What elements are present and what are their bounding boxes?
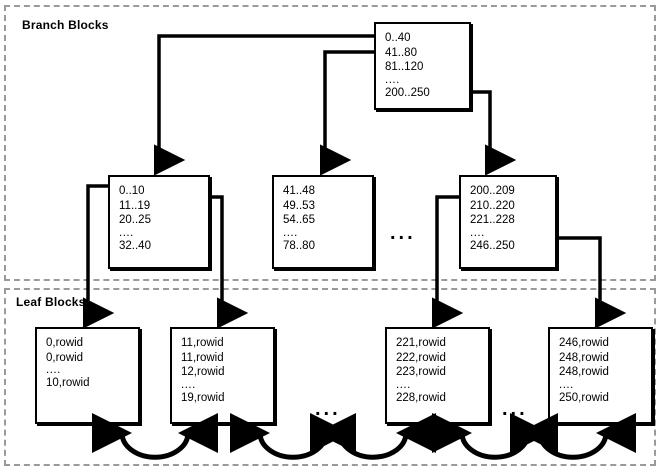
leaf-entry: 19,rowid: [181, 391, 225, 404]
leaf-entry: 248,rowid: [559, 351, 609, 364]
leaf-entry: 248,rowid: [559, 366, 609, 378]
branch-entry: 78..80: [283, 239, 315, 252]
leaf-entry: 12,rowid: [181, 366, 225, 378]
leaf-blocks-label: Leaf Blocks: [16, 295, 86, 309]
branch-entry: 221..228: [470, 214, 515, 226]
branch-entry: 0..10: [119, 185, 145, 197]
branch-entry: 11..19: [119, 199, 151, 212]
leaf-blocks-region: [4, 288, 656, 466]
leaf-row-ellipsis-1: ...: [315, 398, 341, 420]
branch-entry: 246..250: [470, 239, 515, 252]
branch-blocks-region: [4, 5, 656, 281]
branch-entry: 20..25: [119, 214, 151, 226]
branch-block-3[interactable]: 200..209 210..220 221..228 .... 246..250: [459, 175, 557, 269]
leaf-entry: 10,rowid: [46, 377, 90, 389]
leaf-row-ellipsis-2: ...: [502, 398, 528, 420]
branch-entry-ellipsis: ....: [470, 226, 485, 239]
leaf-entry: 246,rowid: [559, 337, 609, 349]
branch-entry: 41..48: [283, 185, 315, 197]
leaf-entry: 221,rowid: [396, 337, 446, 349]
leaf-entry-ellipsis: ....: [396, 378, 411, 391]
branch-entry: 49..53: [283, 199, 315, 212]
branch-entry: 200..209: [470, 185, 515, 197]
leaf-entry-ellipsis: ....: [46, 364, 61, 376]
leaf-entry: 228,rowid: [396, 391, 446, 404]
leaf-entry: 11,rowid: [181, 337, 224, 349]
leaf-block-4[interactable]: 246,rowid 248,rowid 248,rowid .... 250,r…: [548, 327, 653, 424]
branch-block-1[interactable]: 0..10 11..19 20..25 .... 32..40: [108, 175, 210, 269]
leaf-entry: 250,rowid: [559, 391, 609, 404]
root-entry: 81..120: [385, 61, 424, 73]
branch-entry: 32..40: [119, 239, 151, 252]
branch-entry-ellipsis: ....: [119, 226, 134, 239]
branch-entry: 54..65: [283, 214, 315, 226]
leaf-entry: 222,rowid: [396, 351, 446, 364]
leaf-block-3[interactable]: 221,rowid 222,rowid 223,rowid .... 228,r…: [385, 327, 490, 424]
leaf-entry: 0,rowid: [46, 351, 84, 364]
branch-blocks-label: Branch Blocks: [22, 18, 109, 32]
branch-entry: 210..220: [470, 199, 515, 212]
leaf-entry-ellipsis: ....: [181, 378, 196, 391]
leaf-entry: 223,rowid: [396, 366, 446, 378]
branch-entry-ellipsis: ....: [283, 226, 298, 239]
leaf-entry: 11,rowid: [181, 351, 224, 364]
root-entry: 0..40: [385, 32, 411, 44]
branch-row-ellipsis: ...: [390, 222, 416, 244]
leaf-entry: 0,rowid: [46, 337, 84, 349]
root-entry: 200..250: [385, 86, 430, 99]
branch-block-2[interactable]: 41..48 49..53 54..65 .... 78..80: [272, 175, 374, 269]
leaf-entry-ellipsis: ....: [559, 378, 574, 391]
root-block[interactable]: 0..40 41..80 81..120 .... 200..250: [374, 22, 471, 110]
root-entry: 41..80: [385, 46, 417, 59]
root-entry-ellipsis: ....: [385, 73, 400, 86]
leaf-block-1[interactable]: 0,rowid 0,rowid .... 10,rowid: [35, 327, 140, 424]
leaf-block-2[interactable]: 11,rowid 11,rowid 12,rowid .... 19,rowid: [170, 327, 275, 424]
